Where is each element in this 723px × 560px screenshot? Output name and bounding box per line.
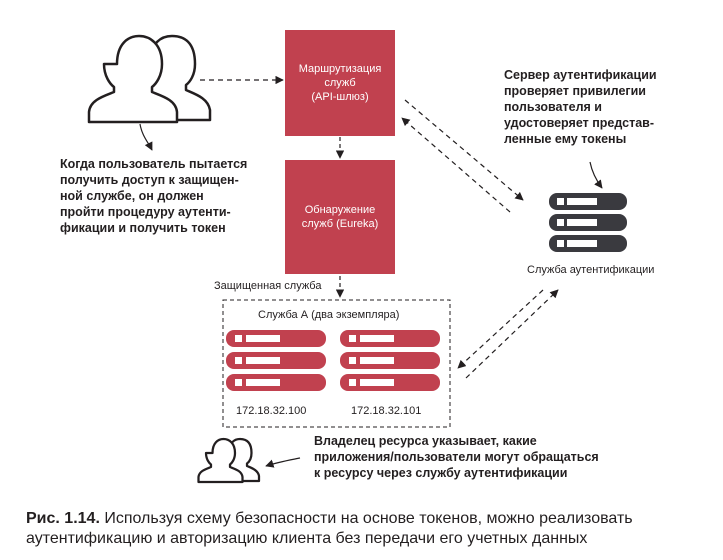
- owner-note-line: приложения/пользователи могут обращаться: [314, 450, 599, 464]
- server-icon-instance-2: [340, 330, 440, 391]
- auth-note-line: удостоверяет представ-: [504, 116, 654, 130]
- owner-note-line: Владелец ресурса указывает, какие: [314, 434, 537, 448]
- caption-label: Рис. 1.14.: [26, 510, 100, 527]
- service-a-label: Служба А (два экземпляра): [258, 309, 400, 321]
- user-note-line: Когда пользователь пытается: [60, 157, 248, 171]
- server-icon: [549, 193, 627, 252]
- service-discovery-box: Обнаружение служб (Eureka): [285, 160, 395, 274]
- users-icon: [87, 34, 212, 124]
- discovery-label-1: Обнаружение: [304, 204, 376, 216]
- auth-note-line: Сервер аутентификации: [504, 68, 657, 82]
- pointer-auth-note: [589, 161, 603, 189]
- ip-instance-2: 172.18.32.101: [351, 405, 422, 417]
- users-icon-owner: [197, 437, 261, 484]
- ip-instance-1: 172.18.32.100: [236, 405, 307, 417]
- discovery-label-2: служб (Eureka): [301, 218, 379, 230]
- arrow-service-to-auth: [465, 289, 559, 379]
- caption-line-2: аутентификацию и авторизацию клиента без…: [26, 530, 588, 547]
- user-note-line: пройти процедуру аутенти-: [60, 205, 231, 219]
- user-note-line: получить доступ к защищен-: [60, 173, 239, 187]
- gateway-label-2: служб: [324, 77, 356, 89]
- auth-service-label: Служба аутентификации: [527, 264, 655, 276]
- pointer-owner-note: [265, 457, 301, 468]
- arrow-auth-to-gateway: [401, 117, 511, 213]
- gateway-label-1: Маршрутизация: [298, 63, 382, 75]
- figure-caption: Рис. 1.14. Используя схему безопасности …: [26, 509, 706, 549]
- api-gateway-box: Маршрутизация служб (API-шлюз): [285, 30, 395, 136]
- user-note-line: фикации и получить токен: [60, 221, 226, 235]
- auth-note-line: проверяет привилегии: [504, 84, 646, 98]
- auth-note-line: пользователя и: [504, 100, 602, 114]
- protected-service-label: Защищенная служба: [214, 280, 322, 292]
- user-note-line: ной службе, он должен: [60, 189, 204, 203]
- auth-note-line: ленные ему токены: [504, 132, 627, 146]
- pointer-user-note: [139, 123, 153, 151]
- caption-line-1: Используя схему безопасности на основе т…: [104, 510, 633, 527]
- auth-server-note: Сервер аутентификации проверяет привилег…: [504, 67, 709, 147]
- owner-note-line: к ресурсу через службу аутентификации: [314, 466, 568, 480]
- server-icon-instance-1: [226, 330, 326, 391]
- service-a-container: [222, 299, 451, 428]
- gateway-label-3: (API-шлюз): [311, 91, 369, 103]
- user-note: Когда пользователь пытается получить дос…: [60, 156, 290, 236]
- arrow-auth-to-service: [457, 289, 544, 369]
- owner-note: Владелец ресурса указывает, какие прилож…: [314, 433, 704, 481]
- arrow-gateway-to-auth: [404, 99, 524, 201]
